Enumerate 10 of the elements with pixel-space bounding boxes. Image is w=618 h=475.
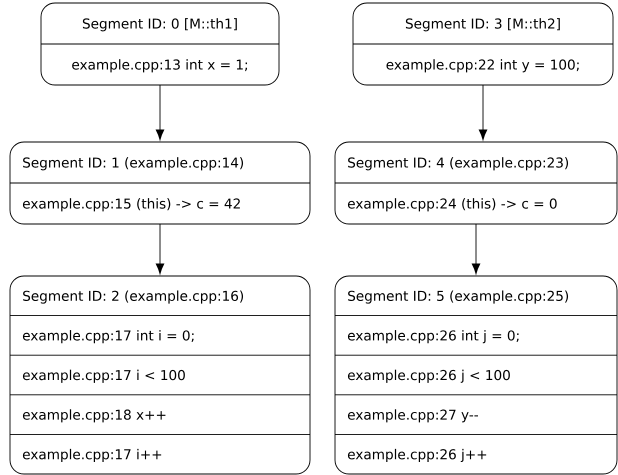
- record-box: Segment ID: 2 (example.cpp:16) example.cpp:17 int i = 0; example.cpp:17 i < 100 example.cpp:18 x++ example.cpp:17 i++: [10, 276, 310, 474]
- arrow: [478, 85, 488, 140]
- arrow: [472, 224, 480, 274]
- arrow: [156, 85, 164, 140]
- record-box: Segment ID: 5 (example.cpp:25) example.cpp:26 int j = 0; example.cpp:26 j < 100 example.cpp:27 y-- example.cpp:26 j++: [334, 276, 618, 474]
- record-box: Segment ID: 0 [M::th1] example.cpp:13 int x = 1;: [40, 2, 280, 86]
- record-box: Segment ID: 3 [M::th2] example.cpp:22 int y = 100;: [352, 2, 614, 86]
- record-box: Segment ID: 4 (example.cpp:23) example.cpp:24 (this) -> c = 0: [334, 142, 618, 224]
- arrow: [156, 224, 164, 274]
- record-box: Segment ID: 1 (example.cpp:14) example.cpp:15 (this) -> c = 42: [10, 142, 310, 224]
